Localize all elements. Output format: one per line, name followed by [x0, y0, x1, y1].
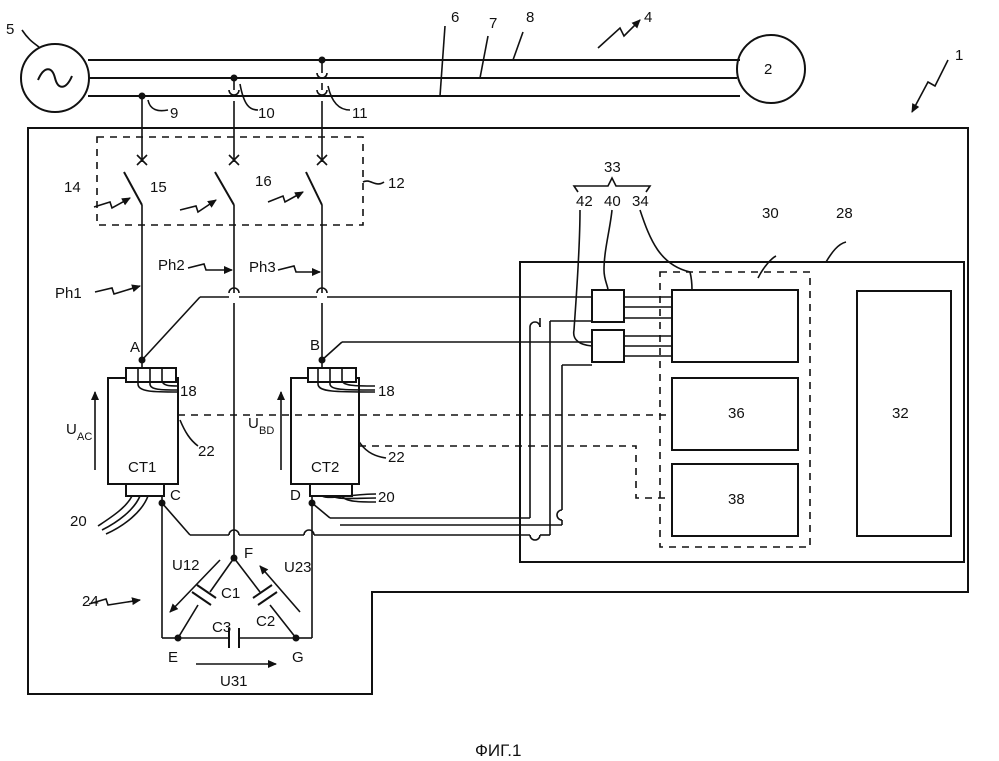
ref-label: 30 — [762, 205, 779, 222]
capacitor-label: C2 — [256, 613, 275, 630]
measurement-wiring — [139, 297, 593, 638]
ct-label: CT2 — [311, 459, 339, 476]
ref-label: 22 — [388, 449, 405, 466]
ct1-transformer — [98, 368, 178, 534]
ref-label: 11 — [352, 105, 368, 122]
capacitor-label: C1 — [221, 585, 240, 602]
phase-label: Ph3 — [249, 259, 276, 276]
ref-label: 28 — [836, 205, 853, 222]
node-label: G — [292, 649, 304, 666]
component-40-upper — [592, 290, 624, 322]
voltage-label: U12 — [172, 557, 200, 574]
dashed-link-ct2 — [359, 446, 672, 498]
node-label: F — [244, 545, 253, 562]
phase-label: Ph2 — [158, 257, 185, 274]
node-label: A — [130, 339, 140, 356]
node-label: E — [168, 649, 178, 666]
ref-label: 5 — [6, 21, 14, 38]
ref-label: 8 — [526, 9, 534, 26]
node-label: D — [290, 487, 301, 504]
voltage-subscript: BD — [259, 425, 274, 437]
ref-label: 40 — [604, 193, 621, 210]
ref-label: 32 — [892, 405, 909, 422]
figure-caption: ФИГ.1 — [475, 741, 521, 760]
ref-label: 6 — [451, 9, 459, 26]
phase-label: Ph1 — [55, 285, 82, 302]
ref-label: 15 — [150, 179, 167, 196]
module-34-block — [672, 290, 798, 362]
power-line — [21, 35, 805, 112]
ref-label: 38 — [728, 491, 745, 508]
capacitor-label: C3 — [212, 619, 231, 636]
ct-label: CT1 — [128, 459, 156, 476]
ref-label: 20 — [378, 489, 395, 506]
ref-label: 7 — [489, 15, 497, 32]
ct2-transformer — [291, 368, 376, 502]
tap-wires — [139, 57, 328, 163]
voltage-label: U — [248, 415, 259, 432]
component-40-lower — [592, 330, 624, 362]
ref-label: 12 — [388, 175, 405, 192]
ref-label: 24 — [82, 593, 99, 610]
node-label: C — [170, 487, 181, 504]
ref-label: 34 — [632, 193, 649, 210]
ref-label: 9 — [170, 105, 178, 122]
ref-label: 20 — [70, 513, 87, 530]
voltage-label: U31 — [220, 673, 248, 690]
ref-label: 1 — [955, 47, 963, 64]
voltage-label: U23 — [284, 559, 312, 576]
ref-label: 42 — [576, 193, 593, 210]
ref-label: 36 — [728, 405, 745, 422]
ref-label: 2 — [764, 61, 772, 78]
voltage-subscript: AC — [77, 431, 92, 443]
ac-sine-icon — [38, 69, 72, 87]
ref-label: 18 — [180, 383, 197, 400]
ref-label: 10 — [258, 105, 275, 122]
voltage-label: U — [66, 421, 77, 438]
brace-33 — [574, 178, 650, 192]
ref-label: 14 — [64, 179, 81, 196]
ref-label: 22 — [198, 443, 215, 460]
ref-label: 16 — [255, 173, 272, 190]
node-label: B — [310, 337, 320, 354]
ref-label: 4 — [644, 9, 652, 26]
ref-label: 33 — [604, 159, 621, 176]
switch-unit-box — [97, 137, 363, 225]
ref-label: 18 — [378, 383, 395, 400]
